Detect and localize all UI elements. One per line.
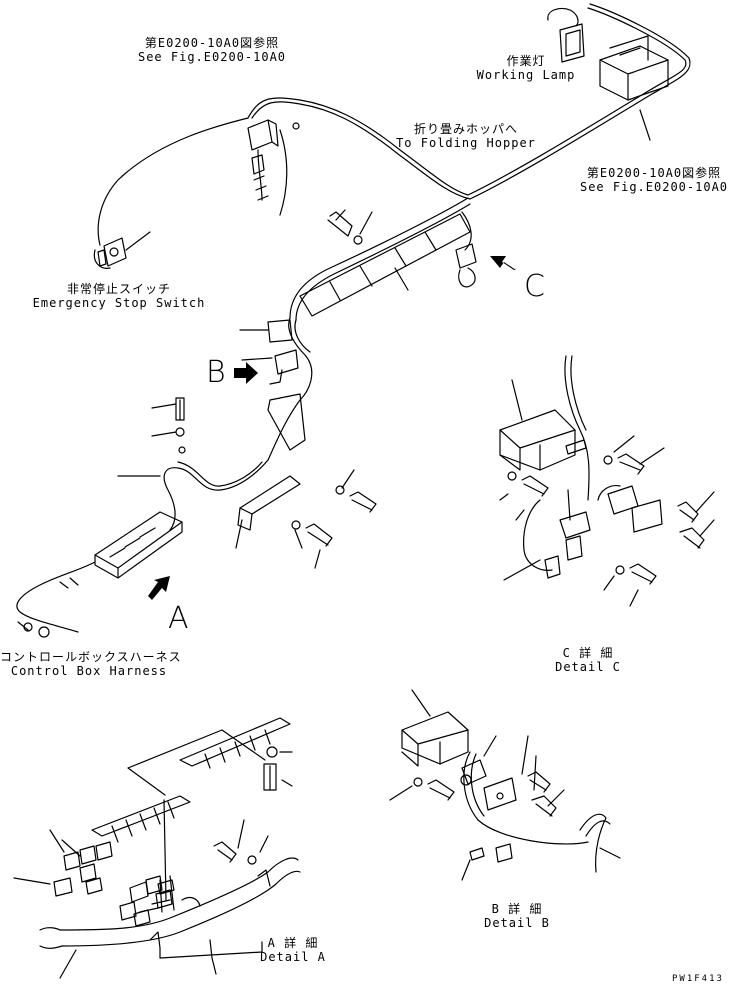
ref-en-text: See Fig.E0200-10A0 xyxy=(137,50,287,64)
emergency-stop-jp-text: 非常停止スイッチ xyxy=(66,282,171,296)
detail-c-drawing xyxy=(499,355,715,607)
detail-c-label: C 詳 細 Detail C xyxy=(548,646,628,674)
working-lamp-label: 作業灯 Working Lamp xyxy=(470,54,582,82)
emergency-stop-label: 非常停止スイッチ Emergency Stop Switch xyxy=(26,282,212,310)
upper-left-ref-label: 第E0200-10A0図参照 See Fig.E0200-10A0 xyxy=(124,36,300,64)
control-box-harness-label: コントロールボックスハーネス Control Box Harness xyxy=(0,650,182,678)
detail-a-jp-text: A 詳 細 xyxy=(267,936,319,950)
detail-a-drawing xyxy=(13,717,301,979)
control-box-jp-text: コントロールボックスハーネス xyxy=(0,650,182,664)
detail-a-en-text: Detail A xyxy=(260,950,326,964)
detail-b-label: B 詳 細 Detail B xyxy=(480,902,554,930)
view-c-marker: C xyxy=(524,269,545,304)
ref-jp-text: 第E0200-10A0図参照 xyxy=(144,36,280,50)
right-ref-label: 第E0200-10A0図参照 See Fig.E0200-10A0 xyxy=(572,166,736,194)
relay-upper xyxy=(247,119,300,201)
main-harness xyxy=(16,3,691,638)
working-lamp-drawing xyxy=(547,7,669,141)
control-box-en-text: Control Box Harness xyxy=(10,664,168,678)
detail-c-jp-text: C 詳 細 xyxy=(562,646,614,660)
folding-hopper-label: 折り畳みホッパへ To Folding Hopper xyxy=(386,122,546,150)
view-b-marker: B xyxy=(206,355,226,390)
folding-hopper-en-text: To Folding Hopper xyxy=(396,136,536,150)
detail-b-en-text: Detail B xyxy=(484,916,550,930)
detail-b-jp-text: B 詳 細 xyxy=(491,902,543,916)
detail-c-en-text: Detail C xyxy=(555,660,621,674)
drawing-code: PW1F413 xyxy=(672,974,724,984)
ref-en-text-right: See Fig.E0200-10A0 xyxy=(579,180,729,194)
detail-a-label: A 詳 細 Detail A xyxy=(256,936,330,964)
direction-arrows xyxy=(148,256,516,600)
connector-b-drawing xyxy=(269,349,299,385)
folding-hopper-jp-text: 折り畳みホッパへ xyxy=(413,122,518,136)
ref-jp-text-right: 第E0200-10A0図参照 xyxy=(586,166,722,180)
emergency-stop-switch-drawing xyxy=(97,231,151,267)
working-lamp-en-text: Working Lamp xyxy=(476,68,576,82)
emergency-stop-en-text: Emergency Stop Switch xyxy=(32,296,206,310)
detail-b-drawing xyxy=(389,689,621,881)
view-a-marker: A xyxy=(168,601,189,636)
working-lamp-jp-text: 作業灯 xyxy=(506,54,546,68)
connector-c-drawing xyxy=(455,243,477,288)
